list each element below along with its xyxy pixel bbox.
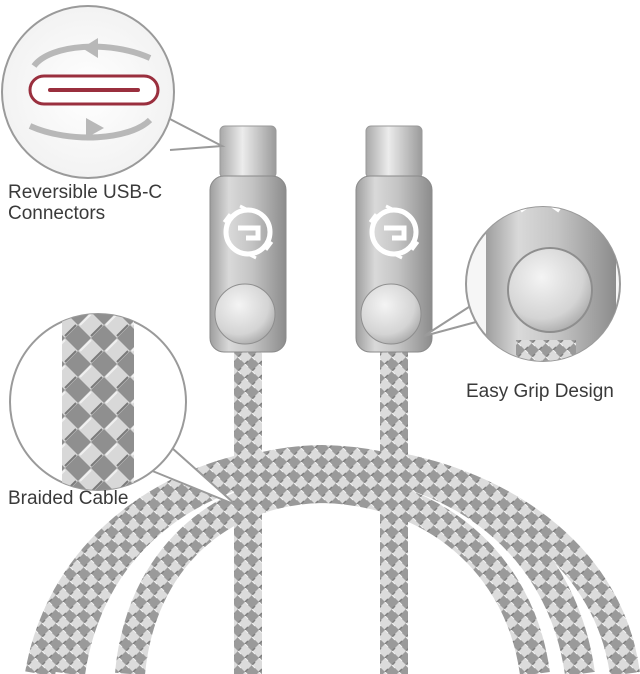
connector-right — [355, 125, 433, 353]
rotate-arrows-icon — [28, 38, 153, 141]
callout-grip — [423, 206, 621, 362]
label-reversible-line2: Connectors — [8, 203, 106, 224]
cable-loop — [25, 444, 640, 674]
label-reversible-line1: Reversible USB-C — [8, 182, 163, 203]
cable-right-strand — [380, 345, 408, 674]
callout-braided — [9, 313, 237, 506]
logo-emblem — [222, 204, 274, 260]
connector-left — [209, 125, 287, 353]
cable-left-strand — [234, 345, 262, 674]
callout-reversible — [1, 5, 226, 179]
label-grip: Easy Grip Design — [466, 381, 614, 402]
label-reversible: Reversible USB-C Connectors — [8, 182, 162, 224]
label-braided: Braided Cable — [8, 488, 129, 509]
logo-emblem — [368, 204, 420, 260]
